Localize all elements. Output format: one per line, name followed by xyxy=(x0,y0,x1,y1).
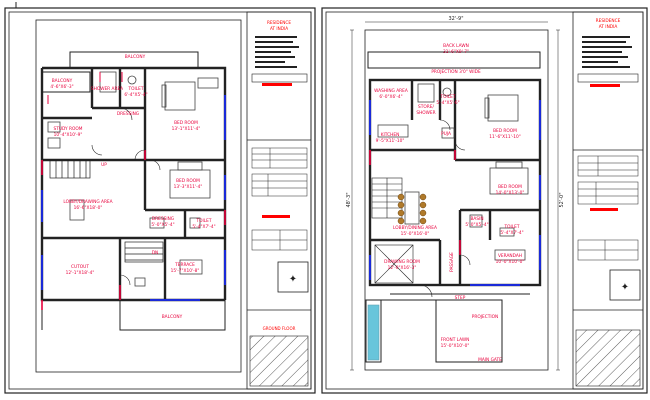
right-washing-label: WASHING AREA xyxy=(374,88,408,94)
right-basin-dim: 5'-0"X5'-4" xyxy=(465,222,488,228)
left-toilet-label: TOILET xyxy=(127,86,143,92)
right-top-dim: 32'-9" xyxy=(448,16,463,22)
right-title-block: RESIDENCE AT INDIA xyxy=(572,11,644,390)
left-dressing-label: DRESSING xyxy=(117,111,139,117)
left-drawing-label: GROUND FLOOR xyxy=(263,326,296,331)
right-water-strip xyxy=(367,304,380,361)
left-dressing2-dim: 5'-0"X5'-4" xyxy=(151,222,174,228)
right-plot-boundary xyxy=(364,29,549,371)
left-dressing2-label: DRESSING xyxy=(152,216,174,222)
left-balcony-top-label: BALCONY xyxy=(125,54,146,60)
right-projection-top-label: PROJECTION 3'0" WIDE xyxy=(431,69,481,75)
left-shower-label: SHOWER AREA xyxy=(91,86,123,92)
right-drawing-room-label: DRAWING ROOM xyxy=(384,259,420,265)
right-bedroom2-dim: 14'-0"X13'-0" xyxy=(496,190,525,196)
right-back-lawn-label: BACK LAWN xyxy=(443,43,469,49)
left-cutout-dim: 12'-1"X18'-4" xyxy=(66,270,95,276)
left-toilet2-label: TOILET xyxy=(195,218,211,224)
right-stair xyxy=(371,177,414,284)
left-lobby-dim: 16'-6"X18'-0" xyxy=(74,205,103,211)
right-toilet-label: TOILET xyxy=(439,94,455,100)
right-store-label: STORE/ xyxy=(418,104,434,110)
right-main-gate-label: MAIN GATE xyxy=(478,357,502,363)
right-step-label: STEP xyxy=(455,295,466,301)
left-lobby-label: LOBBY/DRAWING AREA xyxy=(63,199,112,205)
right-toilet-dim: 5'-4"X5'-6" xyxy=(436,100,459,106)
right-front-lawn-label: FRONT LAWN xyxy=(441,337,470,343)
right-washing-dim: 6'-0"X6'-4" xyxy=(379,94,402,100)
right-furniture xyxy=(377,83,529,261)
right-sheet-border xyxy=(321,7,648,394)
left-bedroom2-label: BED ROOM xyxy=(176,178,200,184)
right-verandah-label: VERANDAH xyxy=(498,253,522,259)
right-bedroom1-dim: 11'-6"X11'-10" xyxy=(489,134,521,140)
left-cutout-label: CUTOUT xyxy=(71,264,89,270)
left-balcony-left-dim: 4'-6"X6'-3" xyxy=(50,84,73,90)
left-bedroom1-label: BED ROOM xyxy=(174,120,198,126)
right-store2-label: SHOWER xyxy=(416,110,435,116)
left-balcony-left-label: BALCONY xyxy=(52,78,73,84)
right-north-arrow-icon: ✦ xyxy=(621,282,629,293)
left-title-line2: AT INDIA xyxy=(270,26,288,31)
left-plan-walls xyxy=(40,66,227,302)
left-title-line1: RESIDENCE xyxy=(267,20,291,25)
right-bedroom1-label: BED ROOM xyxy=(493,128,517,134)
right-toilet2-dim: 5'-4"X7'-4" xyxy=(500,230,523,236)
left-terrace-dim: 15'-7"X10'-8" xyxy=(171,268,200,274)
right-title-line1: RESIDENCE xyxy=(596,18,621,24)
right-dining-set xyxy=(397,191,427,225)
right-sheet: 32'-9" xyxy=(321,7,648,394)
left-hatch-area xyxy=(249,335,309,387)
left-study-dim: 10'-4"X10'-9" xyxy=(54,132,83,138)
right-passage-label: PASSAGE xyxy=(449,252,455,272)
left-sheet-border xyxy=(4,7,316,394)
left-title-block: RESIDENCE AT INDIA xyxy=(246,11,312,390)
right-kitchen-dim: 9'-5"X11'-10" xyxy=(376,138,405,144)
right-hatch-area xyxy=(575,329,641,387)
right-puja-label: PUJA xyxy=(441,131,451,137)
left-plot-boundary xyxy=(35,19,242,373)
left-sheet: BALCONY BALCONY 4'-6"X6'-3" SHOWER AREA … xyxy=(4,2,316,394)
right-right-dim: 52'-0" xyxy=(559,192,565,207)
right-bedroom2-label: BED ROOM xyxy=(498,184,522,190)
left-toilet-dim: 6'-4"X5'-4" xyxy=(124,92,147,98)
right-basin-label: BASIN xyxy=(470,216,483,222)
left-bedroom1-dim: 13'-1"X11'-4" xyxy=(172,126,201,132)
left-study-label: STUDY ROOM xyxy=(53,126,82,132)
left-terrace-label: TERRACE xyxy=(174,262,195,268)
left-furniture xyxy=(47,71,219,287)
left-dn-label: DN xyxy=(152,250,159,256)
left-toilet2-dim: 5'-4"X7'-4" xyxy=(192,224,215,230)
right-front-lawn-dim: 15'-0"X10'-0" xyxy=(441,343,470,349)
left-bedroom2-dim: 13'-3"X11'-4" xyxy=(174,184,203,190)
right-kitchen-label: KITCHEN xyxy=(381,132,400,138)
right-toilet2-label: TOILET xyxy=(503,224,519,230)
left-north-arrow-icon: ✦ xyxy=(289,274,297,285)
left-up-label: UP xyxy=(101,162,107,168)
right-drawing-room-dim: 12'-0"X16'-3" xyxy=(388,265,417,271)
right-verandah-dim: 10'-0"X10'-0" xyxy=(496,259,525,265)
left-balcony-bottom-label: BALCONY xyxy=(162,314,183,320)
right-title-line2: AT INDIA xyxy=(599,24,618,30)
right-left-dim: 48'-3" xyxy=(346,192,352,207)
left-stair xyxy=(49,159,164,263)
right-lobby-label: LOBBY/DINING AREA xyxy=(393,225,437,231)
right-lobby-dim: 15'-0"X16'-0" xyxy=(401,231,430,237)
right-projection-bottom-label: PROJECTION xyxy=(472,314,498,320)
right-back-lawn-dim: 31'-6"X9'-7" xyxy=(443,49,469,55)
